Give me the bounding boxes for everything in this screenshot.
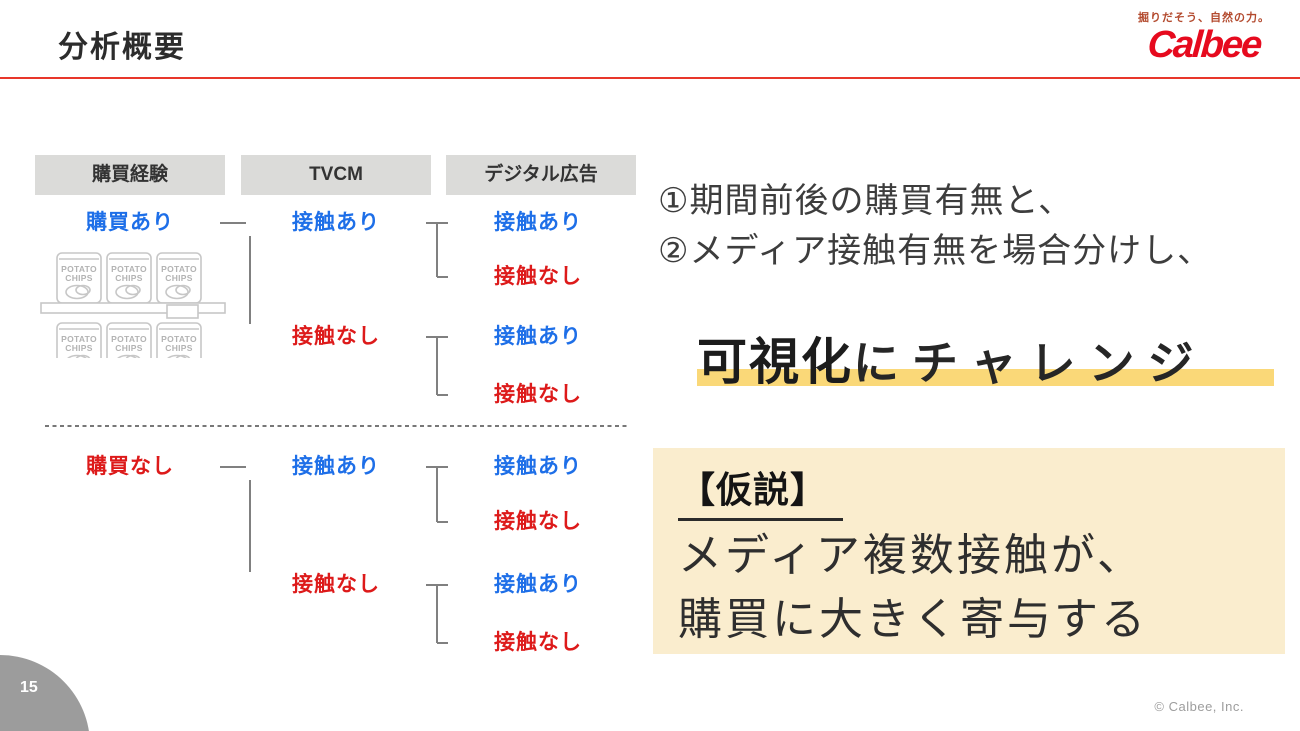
column-header-label: 購買経験 bbox=[91, 164, 168, 185]
challenge-headline: 可視化にチャレンジ bbox=[697, 322, 1274, 390]
copyright: © Calbee, Inc. bbox=[1154, 699, 1244, 714]
intro-line-2: ②メディア接触有無を場合分けし、 bbox=[658, 232, 1213, 270]
tree-node-purchase-no: 購買なし bbox=[40, 454, 220, 480]
page-title: 分析概要 bbox=[58, 31, 186, 64]
logo-wordmark: Calbee bbox=[1146, 24, 1262, 66]
tree-node-digital-contact-no: 接触なし bbox=[448, 264, 628, 290]
hypothesis-line-1: メディア複数接触が、 bbox=[678, 531, 1145, 580]
intro-line-1: ①期間前後の購買有無と、 bbox=[658, 182, 1074, 220]
column-header-tvcm: TVCM bbox=[241, 155, 431, 195]
highlight-bar bbox=[697, 369, 1274, 386]
header-divider bbox=[0, 77, 1300, 79]
column-header-label: TVCM bbox=[309, 164, 363, 185]
tree-node-digital-contact-yes: 接触あり bbox=[448, 572, 628, 598]
challenge-rest: にチャレンジ bbox=[853, 337, 1207, 389]
shelf-illustration bbox=[40, 250, 226, 358]
tree-node-purchase-yes: 購買あり bbox=[40, 210, 220, 236]
tree-node-tvcm-contact-no: 接触なし bbox=[246, 324, 426, 350]
hypothesis-heading: 【仮説】 bbox=[678, 461, 844, 521]
tree-node-digital-contact-no: 接触なし bbox=[448, 382, 628, 408]
shelf-bar bbox=[40, 302, 226, 314]
tree-node-tvcm-contact-yes: 接触あり bbox=[246, 210, 426, 236]
column-header-label: デジタル広告 bbox=[484, 164, 598, 185]
tree-node-tvcm-contact-yes: 接触あり bbox=[246, 454, 426, 480]
tree-node-tvcm-contact-no: 接触なし bbox=[246, 572, 426, 598]
intro-text: ①期間前後の購買有無と、 ②メディア接触有無を場合分けし、 bbox=[658, 176, 1212, 276]
challenge-emphasis: 可視化 bbox=[697, 334, 853, 390]
tree-node-digital-contact-yes: 接触あり bbox=[448, 454, 628, 480]
page-number: 15 bbox=[20, 679, 38, 696]
hypothesis-box: 【仮説】 メディア複数接触が、 購買に大きく寄与する bbox=[653, 448, 1285, 654]
tree-node-digital-contact-yes: 接触あり bbox=[448, 324, 628, 350]
column-header-purchase: 購買経験 bbox=[35, 155, 225, 195]
hypothesis-line-2: 購買に大きく寄与する bbox=[678, 595, 1148, 644]
calbee-logo: 掘りだそう、自然の力。 Calbee bbox=[1138, 12, 1270, 67]
tree-node-digital-contact-yes: 接触あり bbox=[448, 210, 628, 236]
tree-node-digital-contact-no: 接触なし bbox=[448, 630, 628, 656]
price-tag bbox=[166, 304, 199, 319]
column-header-digital: デジタル広告 bbox=[446, 155, 636, 195]
logo-tagline: 掘りだそう、自然の力。 bbox=[1138, 12, 1270, 24]
tree-node-digital-contact-no: 接触なし bbox=[448, 509, 628, 535]
page-number-badge: 15 bbox=[0, 655, 90, 731]
